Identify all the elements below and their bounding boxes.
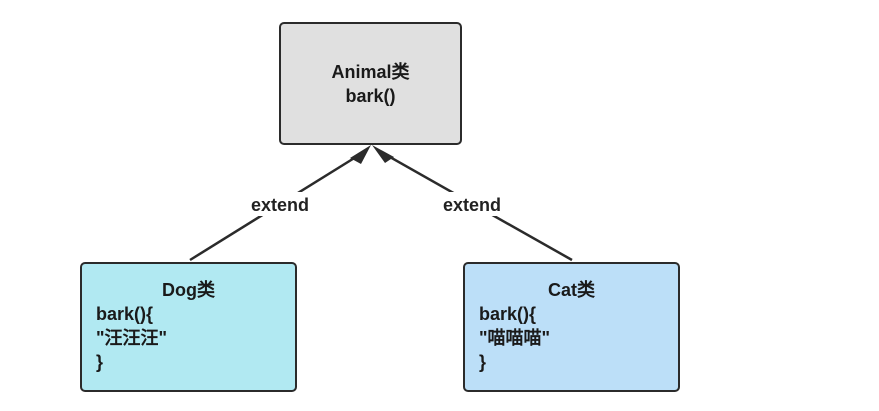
dog-method-body: "汪汪汪" [96, 328, 168, 348]
dog-method-close: } [96, 352, 104, 372]
cat-method-body: "喵喵喵" [479, 328, 551, 348]
animal-class-node: Animal类 bark() [279, 22, 462, 145]
cat-class-title: Cat类 [547, 280, 595, 300]
dog-class-node: Dog类 bark(){ "汪汪汪" } [80, 262, 297, 392]
cat-method-signature: bark(){ [479, 304, 537, 324]
dog-edge-label: extend [251, 195, 309, 215]
animal-class-title: Animal类 [331, 61, 410, 82]
cat-edge-label: extend [443, 195, 501, 215]
dog-edge-label-bg [242, 192, 318, 216]
cat-class-node: Cat类 bark(){ "喵喵喵" } [463, 262, 680, 392]
cat-edge-label-bg [434, 192, 510, 216]
dog-class-title: Dog类 [162, 280, 215, 300]
animal-class-method: bark() [345, 85, 396, 106]
dog-method-signature: bark(){ [96, 304, 154, 324]
cat-edge-arrowhead [372, 145, 394, 163]
cat-method-close: } [479, 352, 487, 372]
dog-edge-arrowhead [350, 145, 371, 164]
